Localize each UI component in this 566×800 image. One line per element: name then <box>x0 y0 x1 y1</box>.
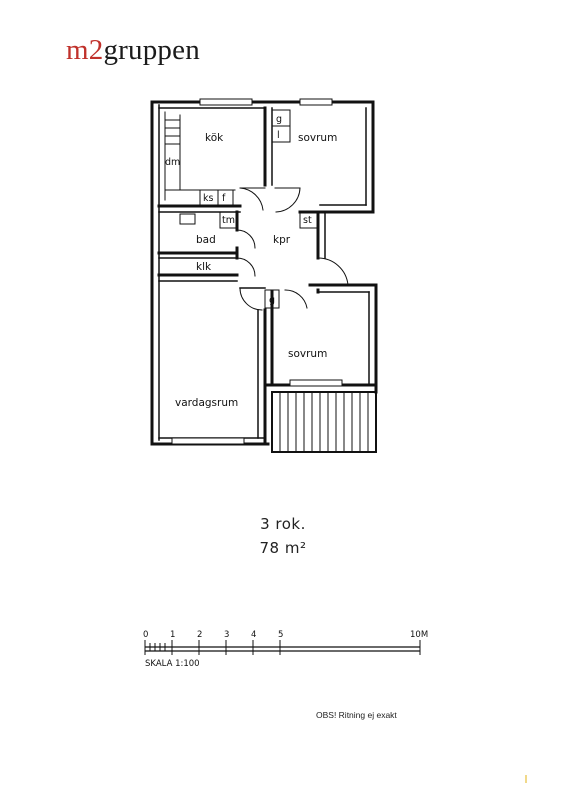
scale-label-0: 0 <box>143 630 148 640</box>
terrace <box>271 391 377 453</box>
scale-label-3: 3 <box>224 630 229 640</box>
window-kok <box>199 98 253 106</box>
window-sovrum-bottom <box>289 379 343 387</box>
door-bad <box>236 229 256 249</box>
label-l-top: l <box>277 130 280 141</box>
logo-prefix: m2 <box>66 34 104 66</box>
scale-label-5: 5 <box>278 630 283 640</box>
door-klk <box>236 257 256 277</box>
scale-label-2: 2 <box>197 630 202 640</box>
wardrobe-g <box>264 289 280 309</box>
logo-suffix: gruppen <box>103 34 200 66</box>
label-dm: dm <box>165 157 180 168</box>
page-mark <box>525 775 527 783</box>
label-g-top: g <box>276 114 282 125</box>
disclaimer-note: OBS! Ritning ej exakt <box>316 710 397 720</box>
scale-label-4: 4 <box>251 630 256 640</box>
scale-caption: SKALA 1:100 <box>145 659 200 669</box>
scale-label-10: 10M <box>410 630 428 640</box>
window-vardagsrum <box>171 437 245 445</box>
room-count: 3 rok. <box>260 515 306 533</box>
door-kok <box>239 187 266 211</box>
door-vardagsrum <box>239 287 263 311</box>
label-kok: kök <box>205 132 224 144</box>
label-tm: tm <box>222 215 235 226</box>
label-g-mid: g <box>269 295 275 306</box>
floor-area: 78 m² <box>259 539 307 557</box>
label-vardagsrum: vardagsrum <box>175 397 238 409</box>
label-ks: ks <box>203 193 214 204</box>
bath-fixture <box>179 213 196 225</box>
door-entry <box>317 257 349 286</box>
closet-tm <box>219 211 238 229</box>
window-sovrum-top <box>299 98 333 106</box>
label-klk: klk <box>196 261 212 273</box>
label-f: f <box>222 193 226 204</box>
door-sovrum-top <box>274 187 301 213</box>
label-sovrum-top: sovrum <box>298 132 337 144</box>
scale-label-1: 1 <box>170 630 175 640</box>
company-logo: m2gruppen <box>66 34 200 67</box>
label-sovrum-bottom: sovrum <box>288 348 327 360</box>
closet-st <box>299 211 319 229</box>
label-kpr: kpr <box>273 234 291 246</box>
label-st: st <box>303 215 312 226</box>
terrace-decking <box>279 391 369 453</box>
label-bad: bad <box>196 234 216 246</box>
door-sovrum-bottom <box>284 289 308 309</box>
